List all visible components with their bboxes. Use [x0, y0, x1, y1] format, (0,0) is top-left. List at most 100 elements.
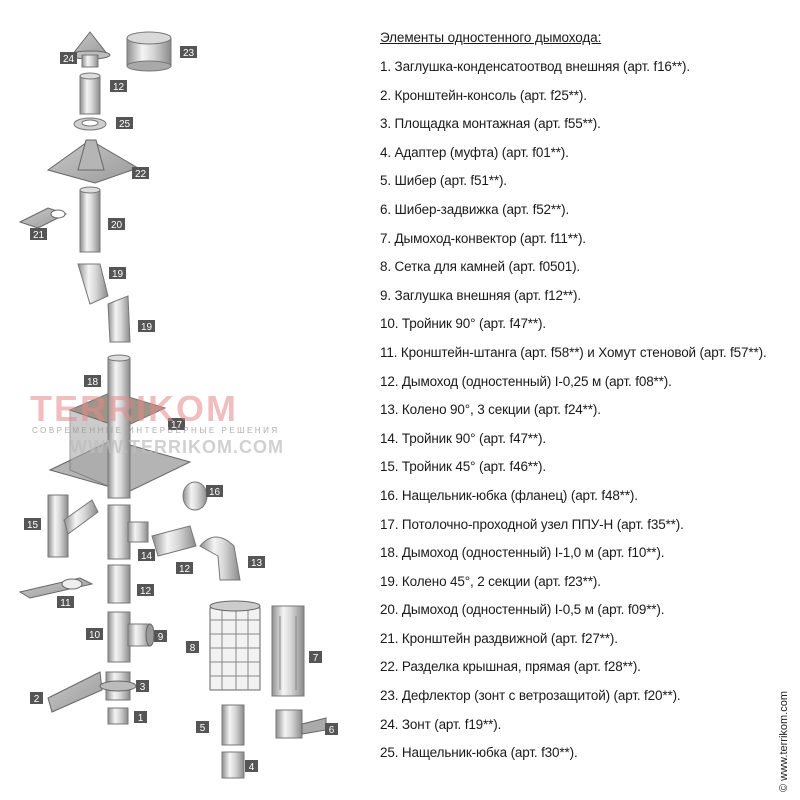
- legend-item: 12. Дымоход (одностенный) I-0,25 м (арт.…: [380, 373, 672, 389]
- callout-number: 22: [135, 169, 147, 180]
- legend-title: Элементы одностенного дымохода:: [380, 30, 602, 45]
- callout-number: 6: [329, 725, 335, 736]
- part-tee-90-upper: [107, 504, 149, 560]
- legend-item: 6. Шибер-задвижка (арт. f52**).: [380, 201, 570, 217]
- callout-number: 11: [60, 598, 71, 609]
- legend-item: 21. Кронштейн раздвижной (арт. f27**).: [380, 630, 618, 646]
- callout-number: 1: [138, 713, 144, 724]
- callout-number: 18: [87, 377, 99, 388]
- callout-badge: 1: [134, 711, 147, 724]
- part-adapter: [221, 751, 245, 779]
- callout-badge: 9: [154, 630, 167, 643]
- callout-number: 8: [190, 643, 196, 654]
- callout-badge: 8: [186, 641, 199, 654]
- part-roof-cut: [46, 139, 140, 184]
- legend-item: 25. Нащельник-юбка (арт. f30**).: [380, 745, 578, 761]
- callout-number: 13: [251, 558, 263, 569]
- legend-item: 24. Зонт (арт. f19**).: [380, 716, 502, 732]
- legend-item: 14. Тройник 90° (арт. f47**).: [380, 430, 546, 446]
- callout-number: 17: [171, 420, 183, 431]
- callout-badge: 25: [116, 117, 133, 130]
- callout-number: 12: [140, 586, 152, 597]
- part-pipe-05: [79, 186, 101, 253]
- part-pipe-1m: [107, 354, 131, 499]
- legend-item: 4. Адаптер (муфта) (арт. f01**).: [380, 144, 569, 160]
- legend-item: 17. Потолочно-проходной узел ППУ-Н (арт.…: [380, 516, 684, 532]
- legend-item: 11. Кронштейн-штанга (арт. f58**) и Хому…: [380, 344, 767, 360]
- part-damper: [221, 704, 245, 746]
- legend-item: 22. Разделка крышная, прямая (арт. f28**…: [380, 659, 641, 675]
- callout-badge: 20: [108, 218, 125, 231]
- callout-number: 2: [34, 694, 40, 705]
- watermark-brand: TERRIKOM: [30, 388, 238, 429]
- part-pipe-025-low: [107, 564, 131, 604]
- legend-item: 9. Заглушка внешняя (арт. f12**).: [380, 287, 581, 303]
- callout-badge: 11: [57, 596, 74, 609]
- callout-number: 21: [33, 230, 45, 241]
- legend-item: 5. Шибер (арт. f51**).: [380, 173, 507, 189]
- callout-number: 12: [179, 564, 191, 575]
- part-pipe-025-top: [79, 72, 101, 115]
- callout-badge: 23: [180, 46, 197, 59]
- part-umbrella: [69, 31, 111, 68]
- legend-item: 3. Площадка монтажная (арт. f55**).: [380, 116, 601, 132]
- callout-number: 23: [183, 48, 195, 59]
- callout-badge: 15: [24, 518, 41, 531]
- legend-item: 7. Дымоход-конвектор (арт. f11**).: [380, 230, 586, 246]
- part-condensate-cap: [107, 707, 129, 725]
- part-tee-45: [47, 494, 99, 558]
- part-elbow-90: [199, 536, 241, 581]
- legend-item: 15. Тройник 45° (арт. f46**).: [380, 459, 546, 475]
- callout-number: 12: [113, 82, 125, 93]
- part-wall-bracket: [18, 577, 94, 599]
- callout-badge: 4: [245, 760, 258, 773]
- callout-number: 24: [63, 54, 75, 65]
- callout-badge: 3: [136, 680, 149, 693]
- callout-badge: 16: [206, 485, 223, 498]
- callout-number: 15: [27, 520, 39, 531]
- callout-number: 5: [200, 723, 206, 734]
- callout-badge: 12: [110, 80, 127, 93]
- callout-number: 19: [141, 322, 153, 333]
- part-console: [47, 671, 103, 713]
- callout-badge: 6: [325, 723, 338, 736]
- part-elbow-45-a: [77, 263, 109, 305]
- legend-item: 20. Дымоход (одностенный) I-0,5 м (арт. …: [380, 602, 665, 618]
- part-deflector: [126, 31, 172, 72]
- callout-badge: 24: [60, 52, 77, 65]
- part-tee-90-lower: [107, 611, 155, 663]
- parts-legend: Элементы одностенного дымохода: 1. Заглу…: [380, 30, 795, 772]
- legend-item: 18. Дымоход (одностенный) I-1,0 м (арт. …: [380, 545, 665, 561]
- callout-badge: 12: [137, 584, 154, 597]
- callout-badge: 7: [309, 651, 322, 664]
- callout-number: 20: [111, 220, 123, 231]
- callout-badge: 22: [132, 167, 149, 180]
- callout-badge: 17: [168, 418, 185, 431]
- legend-item: 23. Дефлектор (зонт с ветрозащитой) (арт…: [380, 688, 681, 704]
- part-gate-damper: [275, 709, 327, 739]
- part-stone-mesh: [209, 600, 261, 691]
- part-sliding-bracket: [18, 207, 68, 229]
- legend-item: 13. Колено 90°, 3 секции (арт. f24**).: [380, 402, 601, 418]
- callout-number: 10: [89, 630, 101, 641]
- side-copyright: © www.terrikom.com: [778, 690, 790, 792]
- part-pipe-025-mid: [151, 525, 197, 557]
- callout-number: 4: [249, 762, 255, 773]
- part-convector: [271, 605, 305, 697]
- callout-badge: 21: [30, 228, 47, 241]
- callout-badge: 14: [138, 549, 155, 562]
- legend-item: 2. Кронштейн-консоль (арт. f25**).: [380, 87, 587, 103]
- callout-badge: 18: [84, 375, 101, 388]
- callout-badge: 19: [109, 267, 126, 280]
- part-skirt: [73, 117, 107, 131]
- callout-badge: 2: [30, 692, 43, 705]
- part-mount-platform: [99, 671, 137, 701]
- legend-item: 19. Колено 45°, 2 секции (арт. f23**).: [380, 573, 601, 589]
- callout-number: 25: [119, 119, 131, 130]
- legend-list: 1. Заглушка-конденсатоотвод внешняя (арт…: [380, 57, 795, 772]
- callout-number: 3: [140, 682, 146, 693]
- callout-number: 19: [112, 269, 124, 280]
- callout-number: 9: [158, 632, 164, 643]
